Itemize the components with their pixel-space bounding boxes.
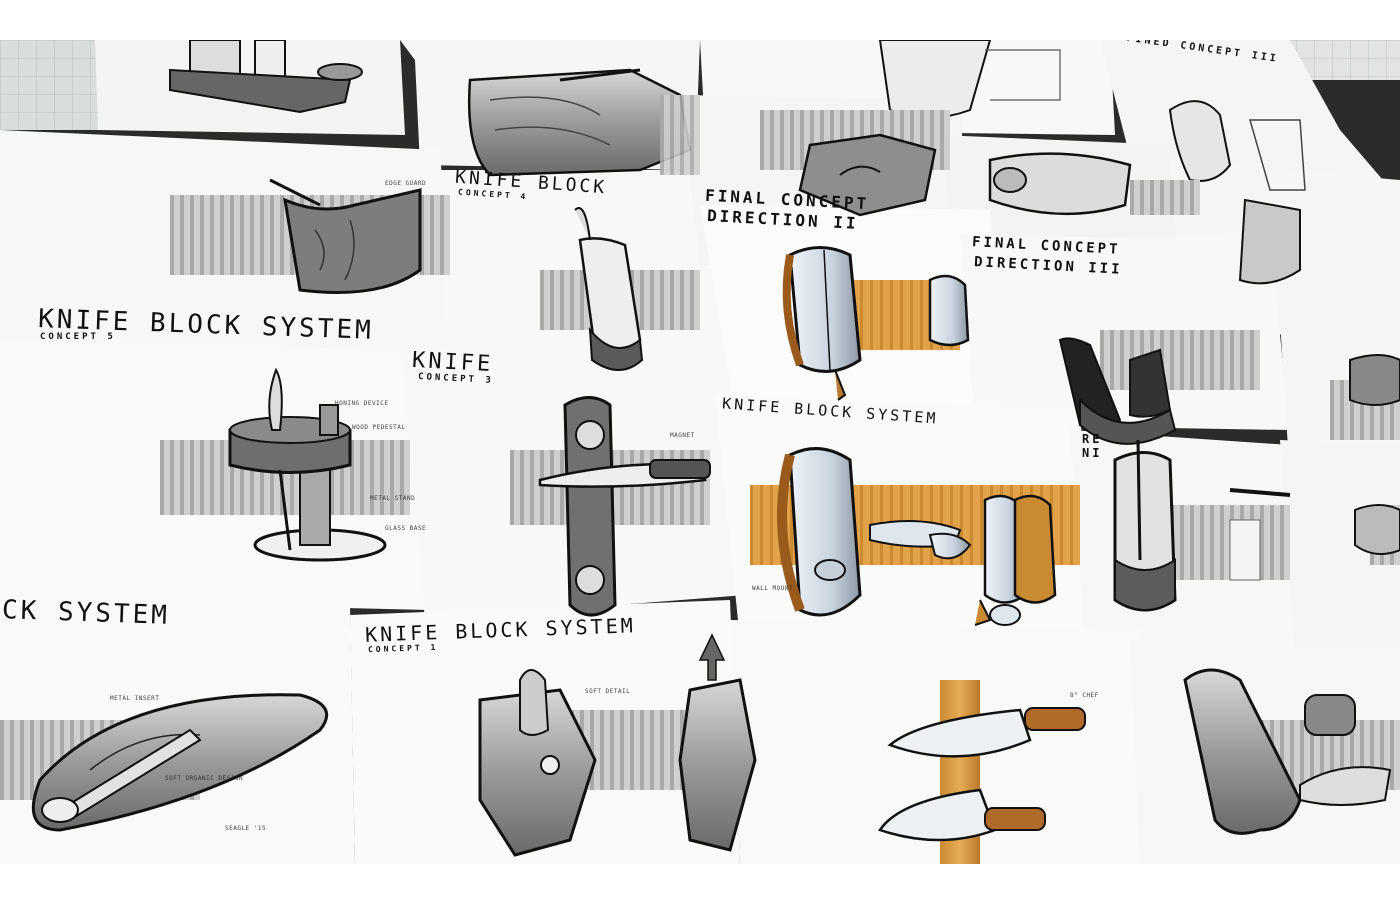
annotation: WOOD PEDESTAL bbox=[352, 424, 406, 431]
annotation: GLASS BASE bbox=[385, 525, 427, 532]
left-bottom-title: CK SYSTEM bbox=[1, 595, 171, 631]
sketch-photo: KNIFE BLOCK SYSTEM CONCEPT 5 KNIFE CONCE… bbox=[0, 40, 1400, 864]
annotation: MAGNET bbox=[670, 432, 695, 439]
annotation: SOFT ORGANIC DESIGN bbox=[165, 775, 244, 782]
annotation: HONING DEVICE bbox=[335, 400, 389, 407]
annotation: SEAGLE '15 bbox=[225, 825, 267, 832]
annotation: SOFT DETAIL bbox=[585, 688, 631, 695]
right-partial-title: RE NI bbox=[1082, 432, 1103, 460]
annotation: 8" CHEF bbox=[1070, 692, 1099, 699]
annotation: METAL STAND bbox=[370, 495, 416, 502]
annotation: EDGE GUARD bbox=[385, 180, 427, 187]
annotation: METAL INSERT bbox=[110, 695, 160, 702]
annotation: WALL MOUNT bbox=[752, 585, 794, 592]
sketch-sheets-illustration bbox=[0, 40, 1400, 864]
concept-5-subtitle: CONCEPT 5 bbox=[40, 332, 116, 342]
